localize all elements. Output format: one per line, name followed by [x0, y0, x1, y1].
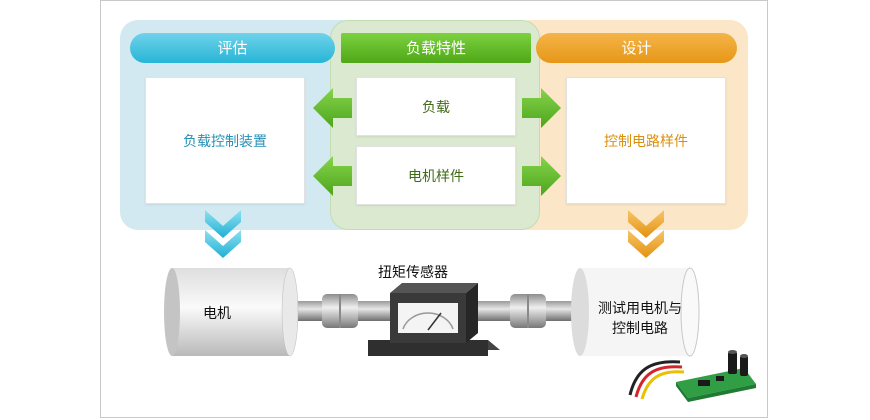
load-control-device-box: 负载控制装置 [145, 77, 305, 204]
arrow-right-icon [522, 88, 561, 128]
torque-sensor-illustration [368, 283, 500, 356]
motor-label: 电机 [203, 306, 231, 322]
test-motor-label: 测试用电机与 控制电路 [588, 299, 692, 339]
circuit-board-icon [628, 350, 756, 402]
torque-sensor-label: 扭矩传感器 [378, 265, 448, 281]
arrow-right-icon [522, 156, 561, 196]
coupler-icon [510, 294, 546, 328]
test-motor-label-line1: 测试用电机与 [598, 301, 682, 317]
arrow-left-icon [313, 156, 352, 196]
motor-illustration [164, 267, 299, 357]
evaluation-header: 评估 [130, 33, 335, 63]
motor-sample-box: 电机样件 [356, 146, 516, 205]
chevron-down-icon [205, 210, 241, 258]
load-box: 负载 [356, 77, 516, 136]
load-characteristics-header: 负载特性 [341, 33, 531, 63]
coupler-icon [322, 294, 358, 328]
control-circuit-sample-box: 控制电路样件 [566, 77, 726, 204]
test-motor-illustration [571, 267, 700, 357]
test-motor-label-line2: 控制电路 [612, 321, 668, 337]
arrow-left-icon [313, 88, 352, 128]
design-header: 设计 [536, 33, 737, 63]
chevron-down-icon [628, 210, 664, 258]
